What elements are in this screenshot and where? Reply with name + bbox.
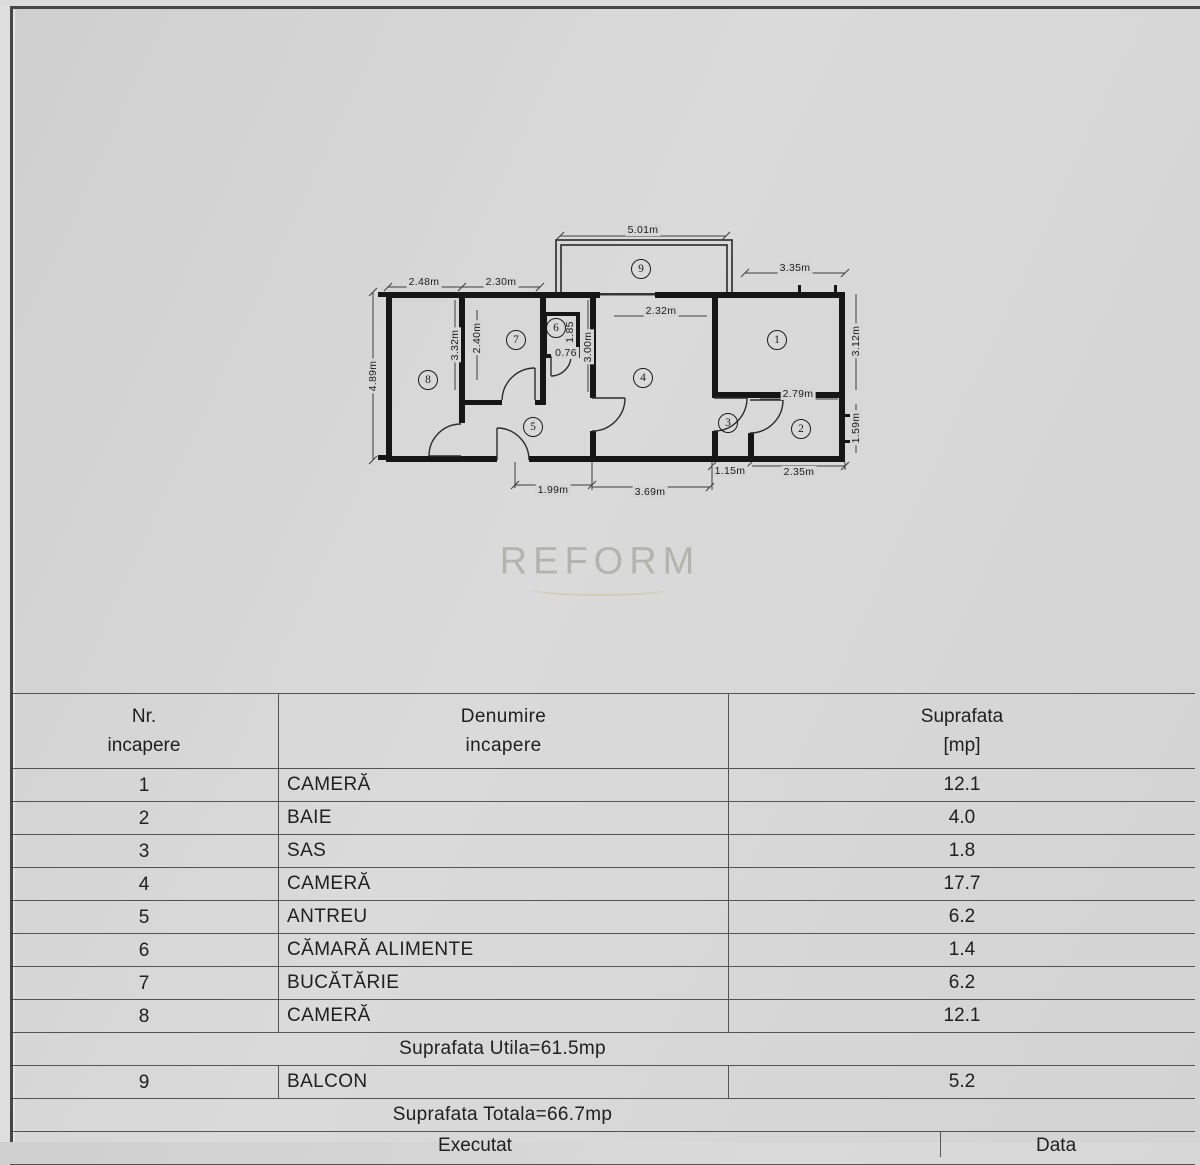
- header-suprafata: Suprafata [mp]: [728, 694, 1195, 768]
- cell-area: 17.7: [728, 868, 1195, 900]
- header-nr: Nr. incapere: [10, 694, 278, 768]
- dimension-label: 1.59m: [850, 410, 862, 446]
- floorplan-svg: [368, 231, 857, 492]
- dimension-label: 2.79m: [780, 388, 816, 400]
- room-number: 9: [631, 259, 651, 279]
- cell-name: CĂMARĂ ALIMENTE: [278, 934, 728, 966]
- scan-top-margin: [0, 0, 1200, 6]
- watermark-underline: [530, 582, 670, 596]
- dimension-label: 1.15m: [712, 465, 748, 477]
- dimension-label: 2.48m: [406, 276, 442, 288]
- signature-row: Executat Data: [10, 1132, 1195, 1165]
- cell-nr: 3: [138, 840, 150, 862]
- dimension-label: 2.35m: [781, 466, 817, 478]
- dimension-label: 2.40m: [471, 320, 483, 356]
- total-text: Suprafata Totala=66.7mp: [392, 1104, 613, 1125]
- cell-name: CAMERĂ: [278, 769, 728, 801]
- dimension-label: 2.30m: [483, 276, 519, 288]
- room-number: 7: [506, 330, 526, 350]
- cell-area: 1.8: [728, 835, 1195, 867]
- data-label: Data: [940, 1132, 1195, 1157]
- header-suprafata-line2: [mp]: [943, 735, 981, 756]
- dimension-label: 0.76: [553, 347, 579, 359]
- cell-nr: 1: [138, 774, 150, 796]
- subtotal-utila-text: Suprafata Utila=61.5mp: [399, 1038, 606, 1059]
- floorplan: 5.01m 2.48m 2.30m 3.35m 2.32m 2.79m 0.76 1.85 3.…: [367, 224, 862, 498]
- table-row: 3 SAS 1.8: [10, 835, 1195, 868]
- cell-area: 6.2: [728, 967, 1195, 999]
- balcony-outline: [555, 239, 733, 295]
- subtotal-utila-row: Suprafata Utila=61.5mp: [10, 1033, 1195, 1066]
- cell-name: BAIE: [278, 802, 728, 834]
- dimension-label: 3.00m: [582, 329, 594, 365]
- table-row: 2 BAIE 4.0: [10, 802, 1195, 835]
- cell-name: BALCON: [278, 1066, 728, 1098]
- scan-left-edge-highlight: [13, 9, 15, 1142]
- room-number: 4: [633, 368, 653, 388]
- cell-nr: 2: [138, 807, 150, 829]
- dimension-label: 1.99m: [535, 484, 571, 496]
- cell-nr: 9: [138, 1071, 150, 1093]
- dimension-label: 3.69m: [632, 486, 668, 498]
- cell-name: CAMERĂ: [278, 868, 728, 900]
- table-row: 7 BUCĂTĂRIE 6.2: [10, 967, 1195, 1000]
- dimension-label: 3.35m: [777, 262, 813, 274]
- table-header-row: Nr. incapere Denumire incapere Suprafata…: [10, 694, 1195, 769]
- dimension-label: 4.89m: [367, 358, 379, 394]
- room-table: Nr. incapere Denumire incapere Suprafata…: [10, 693, 1195, 1165]
- walls: [378, 285, 852, 462]
- table-row: 5 ANTREU 6.2: [10, 901, 1195, 934]
- header-nr-line1: Nr.: [131, 706, 157, 727]
- table-row-balcon: 9 BALCON 5.2: [10, 1066, 1195, 1099]
- scan-left-edge-line: [10, 6, 13, 1142]
- header-denumire-line1: Denumire: [460, 706, 547, 727]
- dimension-label: 3.12m: [850, 323, 862, 359]
- cell-area: 4.0: [728, 802, 1195, 834]
- executat-label: Executat: [438, 1135, 512, 1156]
- table-row: 8 CAMERĂ 12.1: [10, 1000, 1195, 1033]
- header-suprafata-line1: Suprafata: [920, 706, 1004, 727]
- dimension-label: 3.32m: [449, 327, 461, 363]
- room-number: 1: [767, 330, 787, 350]
- room-number: 8: [418, 370, 438, 390]
- cell-nr: 6: [138, 939, 150, 961]
- header-nr-line2: incapere: [107, 735, 181, 756]
- cell-area: 1.4: [728, 934, 1195, 966]
- room-number: 5: [523, 417, 543, 437]
- room-number: 6: [546, 318, 566, 338]
- cell-nr: 8: [138, 1005, 150, 1027]
- header-denumire: Denumire incapere: [278, 694, 728, 768]
- dimension-label: 2.32m: [643, 305, 679, 317]
- cell-name: SAS: [278, 835, 728, 867]
- cell-nr: 7: [138, 972, 150, 994]
- cell-name: CAMERĂ: [278, 1000, 728, 1032]
- table-row: 4 CAMERĂ 17.7: [10, 868, 1195, 901]
- table-row: 6 CĂMARĂ ALIMENTE 1.4: [10, 934, 1195, 967]
- floorplan-labels: 5.01m 2.48m 2.30m 3.35m 2.32m 2.79m 0.76 1.85 3.…: [367, 224, 862, 498]
- cell-area: 5.2: [728, 1066, 1195, 1098]
- room-number: 3: [718, 413, 738, 433]
- dimension-label: 5.01m: [625, 224, 661, 236]
- cell-name: BUCĂTĂRIE: [278, 967, 728, 999]
- cell-area: 12.1: [728, 1000, 1195, 1032]
- cell-area: 6.2: [728, 901, 1195, 933]
- scan-left-margin: [0, 0, 10, 1142]
- cell-nr: 4: [138, 873, 150, 895]
- cell-name: ANTREU: [278, 901, 728, 933]
- cell-nr: 5: [138, 906, 150, 928]
- room-number: 2: [791, 419, 811, 439]
- table-row: 1 CAMERĂ 12.1: [10, 769, 1195, 802]
- dimension-label: 1.85: [564, 319, 576, 345]
- scan-top-edge-line: [13, 6, 1200, 9]
- cell-area: 12.1: [728, 769, 1195, 801]
- watermark: REFORM: [499, 540, 701, 583]
- header-denumire-line2: incapere: [465, 735, 542, 756]
- door-arcs: [428, 355, 784, 461]
- total-row: Suprafata Totala=66.7mp: [10, 1099, 1195, 1132]
